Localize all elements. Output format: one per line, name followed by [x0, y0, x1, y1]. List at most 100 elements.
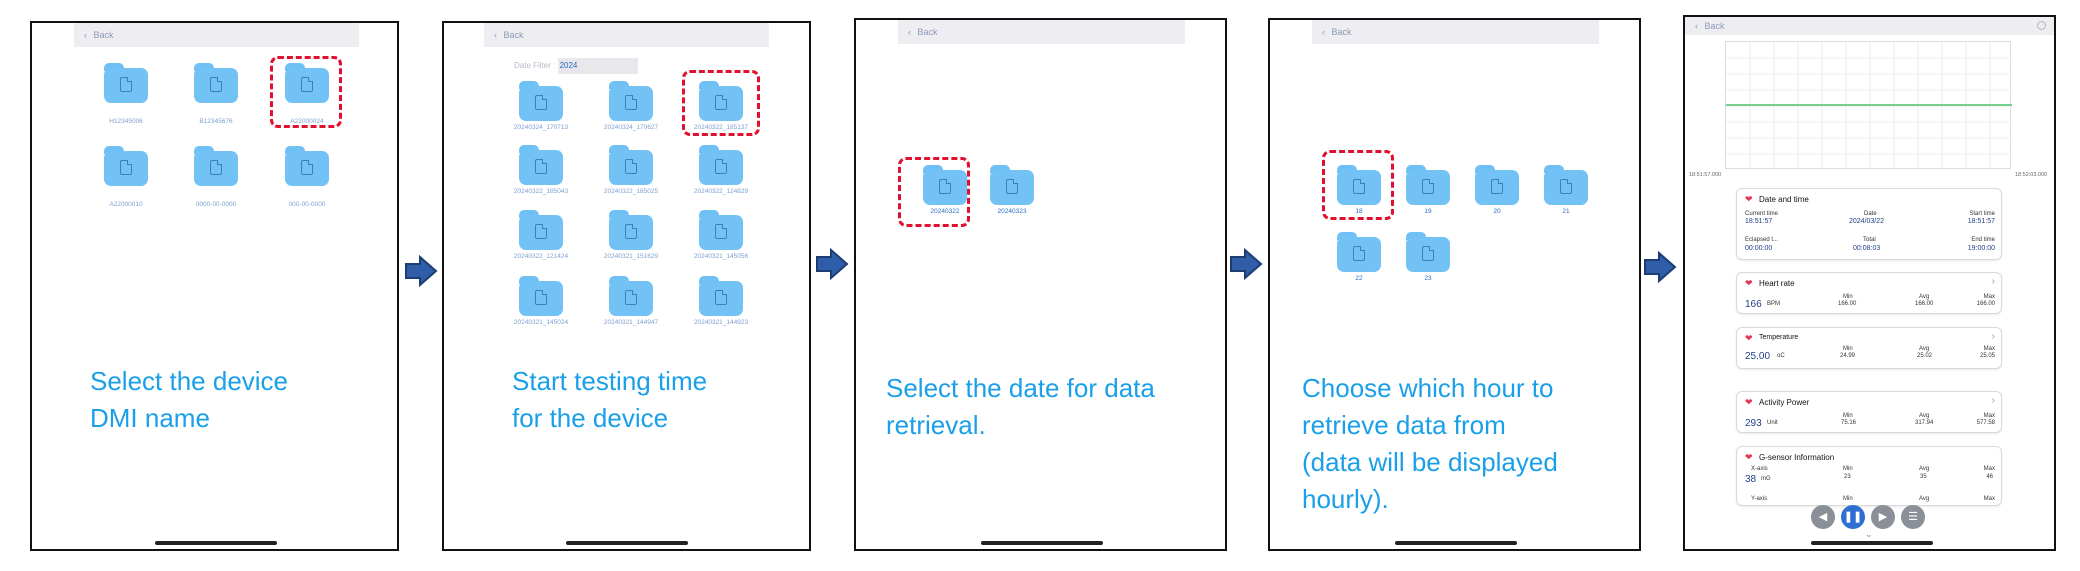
back-button[interactable]: Back: [1331, 27, 1352, 37]
date-filter-input[interactable]: 2024: [557, 58, 638, 74]
heart-icon: ❤: [1745, 452, 1753, 462]
home-indicator: [1811, 541, 1933, 545]
home-indicator: [1395, 541, 1517, 545]
folder-label: 19: [1424, 208, 1432, 215]
folder-icon[interactable]: [285, 63, 329, 103]
folder-icon[interactable]: [1337, 165, 1381, 205]
step-arrow-icon: [816, 248, 849, 280]
folder-label: 20240321_151629: [603, 253, 659, 260]
activity-power-card[interactable]: ❤ Activity Power › 293 Unit Min 75.16 Av…: [1736, 391, 2002, 433]
folder-icon[interactable]: [1475, 165, 1519, 205]
folder-icon[interactable]: [699, 210, 743, 250]
chevron-down-icon[interactable]: ⌄: [1865, 529, 1873, 539]
back-chevron-icon[interactable]: ‹: [84, 30, 87, 40]
folder-icon[interactable]: [285, 146, 329, 186]
previous-icon[interactable]: ◀: [1811, 505, 1835, 529]
folder-icon[interactable]: [1406, 232, 1450, 272]
back-chevron-icon[interactable]: ‹: [1695, 21, 1698, 31]
folder-icon[interactable]: [990, 165, 1034, 205]
folder-icon[interactable]: [194, 63, 238, 103]
folder-icon[interactable]: [609, 81, 653, 121]
folder-icon[interactable]: [194, 146, 238, 186]
chart-start-label: 18:51:57.000: [1689, 172, 1722, 178]
folder-icon[interactable]: [1544, 165, 1588, 205]
panel-start-time: ‹ Back Date Filter : 2024 20240324_17071…: [442, 21, 811, 551]
top-nav-bar: ‹ Back: [484, 23, 769, 47]
folder-icon[interactable]: [519, 276, 563, 316]
folder-icon[interactable]: [699, 81, 743, 121]
folder-icon[interactable]: [519, 145, 563, 185]
g-sensor-card[interactable]: ❤ G-sensor Information X-axis 38 mG Min …: [1736, 446, 2002, 506]
panel-select-device: ‹ Back H12345006 B12345676 A22000024 A22…: [30, 21, 399, 551]
folder-label: 22: [1355, 275, 1363, 282]
folder-label: B12345676: [199, 118, 233, 125]
folder-label: 20240323: [997, 208, 1027, 215]
selection-highlight: [898, 157, 970, 227]
back-button[interactable]: Back: [917, 27, 938, 37]
folder-label: 000-00-0000: [288, 201, 326, 208]
back-chevron-icon[interactable]: ‹: [1322, 27, 1325, 37]
folder-label: A22000024: [290, 118, 324, 125]
date-filter: Date Filter : 2024: [514, 58, 638, 74]
heart-icon: ❤: [1745, 397, 1753, 407]
chevron-right-icon[interactable]: ›: [1991, 331, 1995, 342]
folder-label: 20240322_185025: [603, 188, 659, 195]
date-time-card: ❤ Date and time Current time 18:51:57 Da…: [1736, 188, 2002, 260]
filter-icon[interactable]: ☰: [1901, 505, 1925, 529]
top-nav-bar: ‹ Back: [1312, 20, 1599, 44]
folder-icon[interactable]: [104, 63, 148, 103]
folder-icon[interactable]: [519, 210, 563, 250]
folder-label: A22000010: [109, 201, 143, 208]
folder-label: 20: [1493, 208, 1501, 215]
folder-label: 18: [1355, 208, 1363, 215]
temperature-card[interactable]: ❤ Temperature › 25.00 oC Min 24.99 Avg 2…: [1736, 327, 2002, 369]
folder-icon[interactable]: [699, 145, 743, 185]
step-arrow-icon: [1230, 248, 1263, 280]
heart-rate-chart: [1725, 41, 2012, 170]
back-chevron-icon[interactable]: ‹: [494, 30, 497, 40]
back-button[interactable]: Back: [1704, 21, 1725, 31]
chart-grid: [1726, 42, 2012, 170]
folder-icon[interactable]: [519, 81, 563, 121]
folder-icon[interactable]: [699, 276, 743, 316]
heart-icon: ❤: [1745, 194, 1753, 204]
folder-icon[interactable]: [923, 165, 967, 205]
card-title: Date and time: [1759, 195, 1809, 204]
folder-label: 0000-00-0000: [195, 201, 237, 208]
chevron-right-icon[interactable]: ›: [1991, 395, 1995, 406]
chart-end-label: 18:52:03.000: [2015, 172, 2048, 178]
folder-icon[interactable]: [104, 146, 148, 186]
folder-label: 20240322_185137: [693, 124, 749, 131]
folder-icon[interactable]: [609, 145, 653, 185]
instruction-caption: Select the device DMI name: [90, 366, 289, 433]
pause-icon[interactable]: ❚❚: [1841, 505, 1865, 529]
folder-label: 23: [1424, 275, 1432, 282]
folder-label: 20240322_121424: [513, 253, 569, 260]
home-indicator: [981, 541, 1103, 545]
panel-select-date: ‹ Back 20240322 20240323 Select the date…: [854, 18, 1227, 551]
folder-label: 20240322_124829: [693, 188, 749, 195]
folder-icon[interactable]: [1337, 232, 1381, 272]
back-button[interactable]: Back: [503, 30, 524, 40]
heart-rate-card[interactable]: ❤ Heart rate › 166 BPM Min 166.00 Avg 16…: [1736, 272, 2002, 314]
selection-highlight: [682, 70, 760, 136]
heart-icon: ❤: [1745, 278, 1753, 288]
folder-icon[interactable]: [609, 276, 653, 316]
folder-label: H12345006: [109, 118, 143, 125]
heart-icon: ❤: [1745, 333, 1753, 343]
step-arrow-icon: [1644, 251, 1677, 283]
instruction-caption: Select the date for data retrieval.: [886, 373, 1155, 440]
date-filter-label: Date Filter :: [514, 61, 556, 70]
panel-data-view: ‹ Back 18:51:57.000 18:52:03.000 ❤ Date …: [1683, 15, 2056, 551]
settings-icon[interactable]: [2037, 21, 2046, 30]
folder-icon[interactable]: [609, 210, 653, 250]
folder-label: 20240322_185043: [513, 188, 569, 195]
home-indicator: [566, 541, 688, 545]
home-indicator: [155, 541, 277, 545]
chevron-right-icon[interactable]: ›: [1991, 276, 1995, 287]
folder-label: 20240321_145056: [693, 253, 749, 260]
next-icon[interactable]: ▶: [1871, 505, 1895, 529]
back-button[interactable]: Back: [93, 30, 114, 40]
back-chevron-icon[interactable]: ‹: [908, 27, 911, 37]
folder-icon[interactable]: [1406, 165, 1450, 205]
